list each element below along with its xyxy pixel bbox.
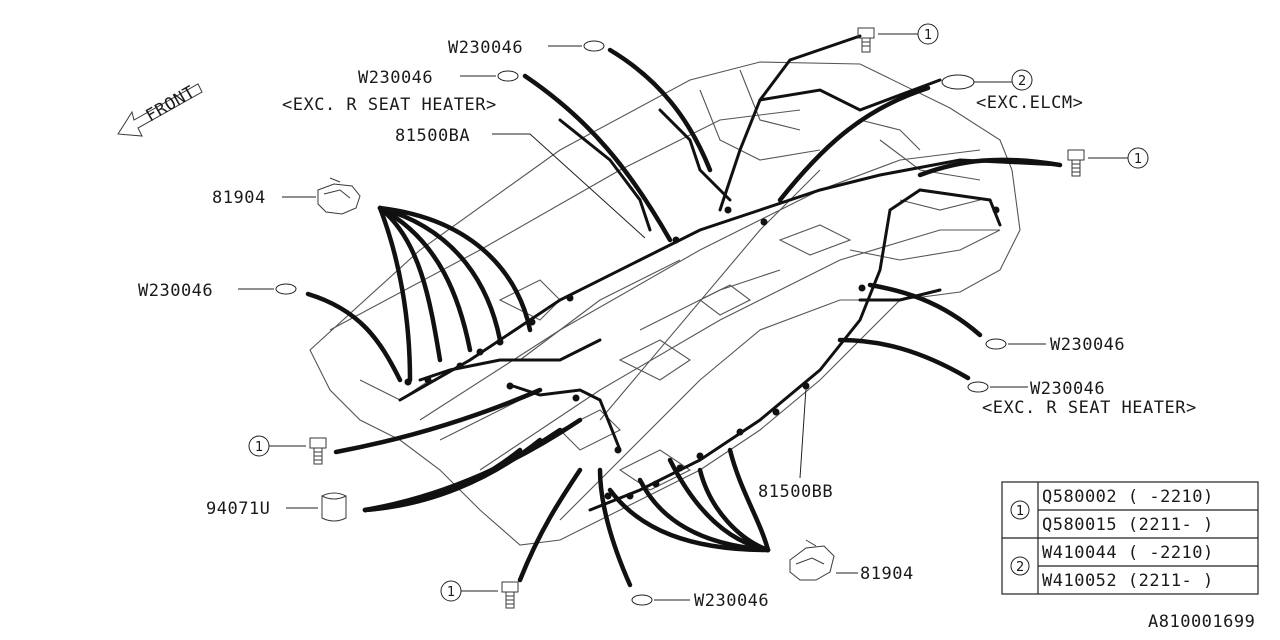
label-w230046-top: W230046 [448,38,523,58]
grommet-icon [967,381,989,393]
table-part-w410052: W410052 (2211- ) [1042,571,1214,591]
label-w230046-left: W230046 [138,281,213,301]
front-label: FRONT [143,82,199,126]
callout-1-number: 1 [924,28,932,43]
grommet-icon [583,40,605,52]
label-81500bb: 81500BB [758,482,833,502]
label-w230046-right-1: W230046 [1050,335,1125,355]
label-81904-bottom: 81904 [860,564,914,584]
callout-1-number: 1 [1134,152,1142,167]
label-94071u: 94071U [206,499,270,519]
label-81904-left: 81904 [212,188,266,208]
table-ref-2-circle [1010,556,1030,576]
grommet-icon [275,283,297,295]
label-exc-r-seat-heater-right: <EXC. R SEAT HEATER> [982,398,1197,418]
table-part-q580015: Q580015 (2211- ) [1042,515,1214,535]
label-exc-elcm: <EXC.ELCM> [976,93,1083,113]
label-exc-r-seat-heater-top: <EXC. R SEAT HEATER> [282,95,497,115]
bolt-icon [309,437,327,465]
wire-harness-main [398,34,1062,512]
callout-1-number: 1 [255,440,263,455]
callout-2-number: 2 [1018,74,1026,89]
callout-1-circle [917,23,939,45]
bolt-icon [857,27,875,53]
table-ref-1: 1 [1016,504,1024,519]
clip-81904-icon [317,177,361,215]
table-ref-1-circle [1010,500,1030,520]
label-81500ba: 81500BA [395,126,470,146]
plug-94071u-icon [321,492,347,522]
bolt-icon [1067,149,1085,177]
label-w230046-right-2: W230046 [1030,379,1105,399]
table-part-q580002: Q580002 ( -2210) [1042,487,1214,507]
grommet-icon [631,594,653,606]
grommet-icon [941,74,975,90]
label-w230046-bottom: W230046 [694,591,769,611]
callout-2-circle [1011,69,1033,91]
callout-1-circle [1127,147,1149,169]
cable-bundles [305,47,1063,588]
clip-81904-icon [789,539,835,581]
front-arrow-icon: FRONT [117,82,203,137]
connector-dots [404,206,1000,500]
callout-1-number: 1 [447,585,455,600]
parts-table: 1 Q580002 ( -2210) Q580015 (2211- ) 2 W4… [1001,481,1259,595]
grommet-icon [985,338,1007,350]
label-w230046-second: W230046 [358,68,433,88]
table-ref-2: 2 [1016,560,1024,575]
diagram-id: A810001699 [1148,612,1255,632]
bolt-icon [501,581,519,609]
grommet-icon [497,70,519,82]
table-part-w410044: W410044 ( -2210) [1042,543,1214,563]
